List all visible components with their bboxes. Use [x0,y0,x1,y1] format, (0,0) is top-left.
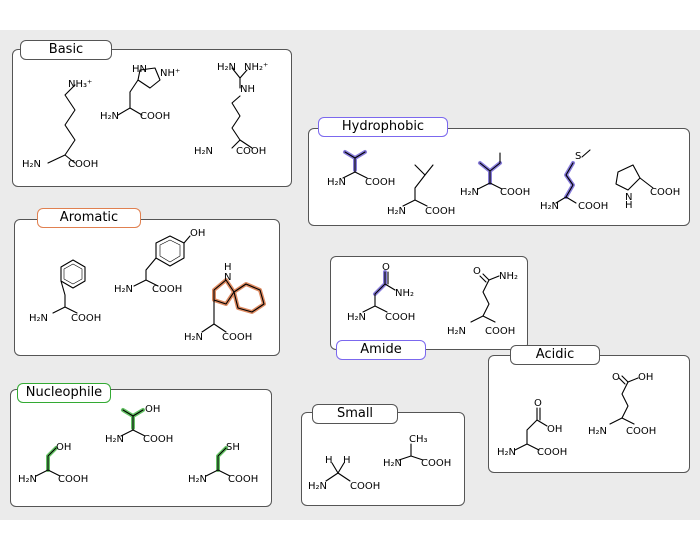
cysteine-structure: SH H₂N COOH [188,442,258,485]
met-s-label: S [575,151,581,162]
alanine-structure: CH₃ H₂N COOH [383,434,451,469]
tyr-cooh-label: COOH [152,284,182,295]
leu-cooh-label: COOH [425,206,455,217]
thr-oh-label: OH [145,404,160,415]
gln-nh2-label: NH₂ [499,271,518,282]
tryptophan-structure: H N H₂N COOH [184,262,266,343]
histidine-structure: HN NH⁺ H₂N COOH [100,64,180,122]
gln-h2n-label: H₂N [447,326,466,337]
glu-cooh-label: COOH [626,426,656,437]
his-h2n-label: H₂N [100,111,119,122]
serine-structure: OH H₂N COOH [18,442,88,485]
thr-cooh-label: COOH [143,434,173,445]
cys-cooh-label: COOH [228,474,258,485]
amide-group-label: Amide [336,340,426,360]
asp-cooh-label: COOH [537,447,567,458]
his-hn-label: HN [132,64,147,75]
isoleucine-structure: H₂N COOH [460,152,530,198]
tyr-oh-label: OH [190,228,205,239]
hydrophobic-group-box [308,128,690,226]
threonine-structure: OH H₂N COOH [105,404,173,445]
glu-h2n-label: H₂N [588,426,607,437]
asp-o-label: O [534,398,542,409]
leucine-structure: H₂N COOH [387,164,455,217]
asn-nh2-label: NH₂ [395,288,414,299]
ala-h2n-label: H₂N [383,458,402,469]
gln-cooh-label: COOH [485,326,515,337]
gly-cooh-label: COOH [350,481,380,492]
aromatic-group-label: Aromatic [37,208,141,228]
his-nhplus-label: NH⁺ [160,68,180,79]
lys-cooh-label: COOH [68,159,98,170]
glycine-structure: H H H₂N COOH [308,455,380,492]
leu-h2n-label: H₂N [387,206,406,217]
ser-h2n-label: H₂N [18,474,37,485]
trp-cooh-label: COOH [222,332,252,343]
asparagine-structure: O NH₂ H₂N COOH [347,262,415,323]
asn-h2n-label: H₂N [347,312,366,323]
asn-o-label: O [382,262,390,273]
trp-n-label: N [224,272,231,283]
ile-h2n-label: H₂N [460,187,479,198]
arginine-structure: H₂N NH₂⁺ NH H₂N COOH [194,62,268,157]
gly-h2-label: H [343,455,351,466]
glu-o-label: O [612,372,620,383]
ser-oh-label: OH [56,442,71,453]
glutamine-structure: O NH₂ H₂N COOH [447,266,518,337]
thr-h2n-label: H₂N [105,434,124,445]
gly-h1-label: H [325,455,333,466]
ala-cooh-label: COOH [421,458,451,469]
arg-h2n-alpha-label: H₂N [194,146,213,157]
lys-nh3-label: NH₃⁺ [68,79,92,90]
aspartate-structure: O OH H₂N COOH [497,398,567,458]
lysine-structure: NH₃⁺ H₂N COOH [22,79,98,170]
val-h2n-label: H₂N [327,177,346,188]
met-cooh-label: COOH [578,201,608,212]
lys-h2n-label: H₂N [22,159,41,170]
pro-cooh-label: COOH [650,187,680,198]
phenylalanine-structure: H₂N COOH [29,259,101,324]
amide-group-box [330,256,528,350]
tyrosine-structure: OH H₂N COOH [114,228,205,295]
arg-cooh-label: COOH [236,146,266,157]
ala-ch3-label: CH₃ [409,434,428,445]
ile-cooh-label: COOH [500,187,530,198]
acidic-group-box [488,355,690,473]
arg-nh-label: NH [240,84,255,95]
proline-structure: N H COOH [615,164,680,211]
methionine-structure: S H₂N COOH [540,149,608,212]
glu-oh-label: OH [638,372,653,383]
nucleophile-group-label: Nucleophile [17,383,111,403]
his-cooh-label: COOH [140,111,170,122]
basic-group-label: Basic [20,40,112,60]
pro-h-label: H [625,200,633,211]
asp-h2n-label: H₂N [497,447,516,458]
met-h2n-label: H₂N [540,201,559,212]
small-group-label: Small [312,404,398,424]
gly-h2n-label: H₂N [308,481,327,492]
cys-sh-label: SH [226,442,240,453]
arg-h2n-label: H₂N [217,62,236,73]
small-group-box [301,412,465,506]
arg-nh2plus-label: NH₂⁺ [244,62,268,73]
pro-n-label: N [625,192,632,203]
hydrophobic-group-label: Hydrophobic [318,117,448,137]
asp-oh-label: OH [547,424,562,435]
ser-cooh-label: COOH [58,474,88,485]
trp-h2n-label: H₂N [184,332,203,343]
trp-h-label: H [224,262,232,273]
tyr-h2n-label: H₂N [114,284,133,295]
cys-h2n-label: H₂N [188,474,207,485]
phe-h2n-label: H₂N [29,313,48,324]
asn-cooh-label: COOH [385,312,415,323]
valine-structure: H₂N COOH [327,150,395,188]
val-cooh-label: COOH [365,177,395,188]
glutamate-structure: O OH H₂N COOH [588,372,656,437]
aromatic-group-box [14,219,280,356]
gln-o-label: O [473,266,481,277]
phe-cooh-label: COOH [71,313,101,324]
acidic-group-label: Acidic [510,345,600,365]
